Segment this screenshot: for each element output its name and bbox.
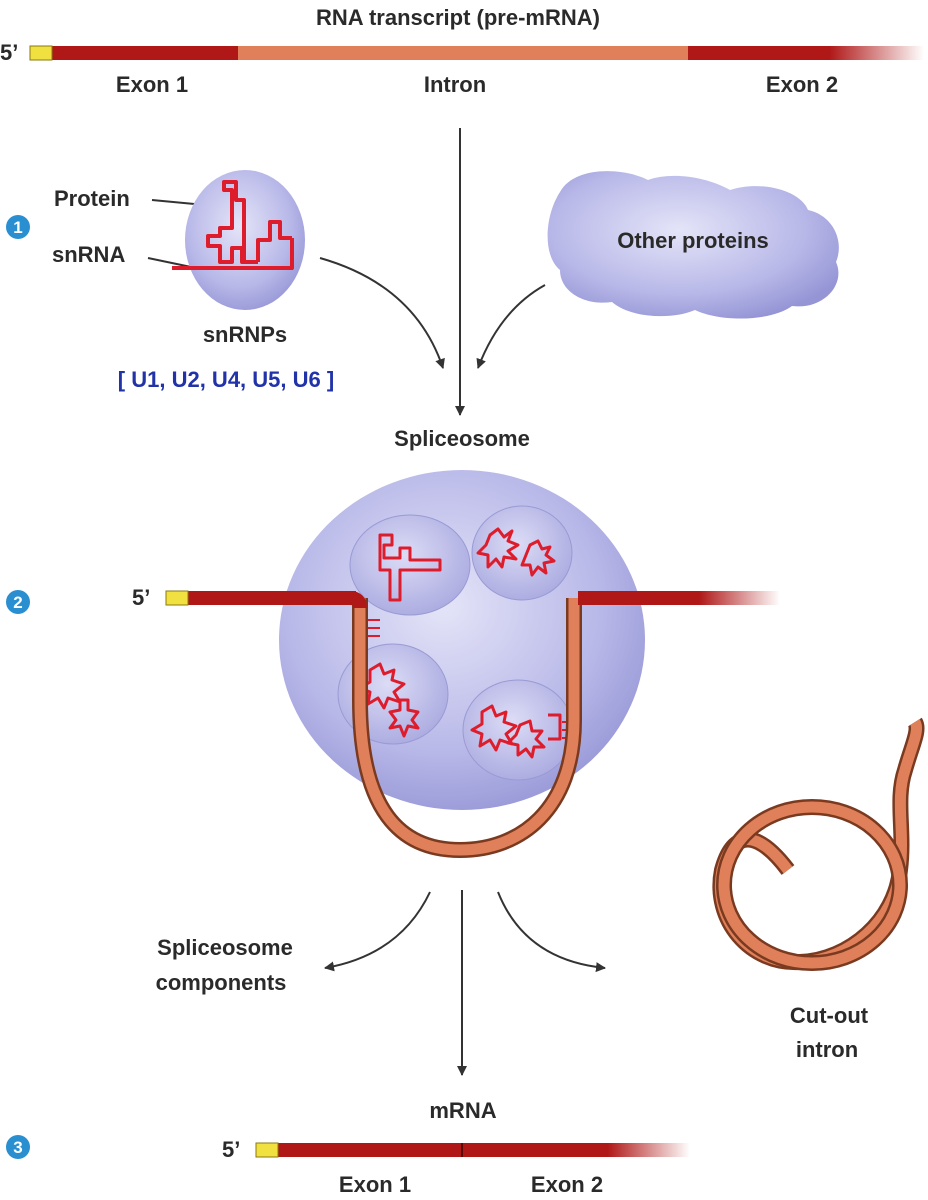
spliceosome-complex (279, 470, 645, 810)
to-intron-arrow (497, 891, 606, 973)
svg-text:2: 2 (13, 593, 22, 612)
exon1-in-complex (188, 591, 356, 605)
svg-text:3: 3 (13, 1138, 22, 1157)
spliceosome-rna (165, 590, 780, 859)
proteins-to-spliceosome-arrow (476, 284, 546, 369)
snrna-structure (172, 180, 294, 270)
exon2-in-complex (578, 591, 780, 605)
five-prime-label: 5’ (0, 40, 18, 65)
mrna-strand (255, 1142, 690, 1158)
five-prime-label-mrna: 5’ (222, 1137, 240, 1162)
cap-in-complex (165, 590, 189, 606)
intron-label: Intron (424, 72, 486, 97)
snrnp-subunit-top-right (471, 505, 573, 601)
cut-out-intron-lariat (712, 717, 925, 971)
components-label-line1: Spliceosome (157, 935, 293, 960)
mrna-exons (278, 1143, 690, 1157)
svg-text:1: 1 (13, 218, 22, 237)
step-2-badge: 2 (6, 590, 30, 614)
to-components-arrow (324, 891, 431, 972)
step-1-badge: 1 (6, 215, 30, 239)
exon1-segment (50, 46, 240, 60)
protein-label: Protein (54, 186, 130, 211)
five-prime-label-step2: 5’ (132, 585, 150, 610)
pre-mrna-strand (29, 45, 924, 61)
exon2-segment (688, 46, 924, 60)
transcript-title: RNA transcript (pre-mRNA) (316, 5, 600, 30)
snrnp-particle (172, 170, 305, 310)
other-proteins-label: Other proteins (617, 228, 769, 253)
mrna-label: mRNA (429, 1098, 496, 1123)
snrnps-label: snRNPs (203, 322, 287, 347)
snrnp-subunit-top-left (349, 514, 471, 616)
cap-segment (29, 45, 53, 61)
components-label-line2: components (156, 970, 287, 995)
cutout-label-line2: intron (796, 1037, 858, 1062)
base-pairing-left (368, 619, 380, 637)
cutout-label-line1: Cut-out (790, 1003, 869, 1028)
snrnp-subunit-bottom-right (462, 679, 574, 781)
mrna-cap (255, 1142, 279, 1158)
intron-segment (238, 46, 690, 60)
mrna-exon2-label: Exon 2 (531, 1172, 603, 1197)
step-3-badge: 3 (6, 1135, 30, 1159)
snrnp-to-spliceosome-arrow (319, 257, 445, 369)
snrnp-types: [ U1, U2, U4, U5, U6 ] (118, 367, 334, 392)
exon2-label: Exon 2 (766, 72, 838, 97)
other-proteins-cloud (547, 171, 839, 319)
mrna-exon1-label: Exon 1 (339, 1172, 411, 1197)
exon1-label: Exon 1 (116, 72, 188, 97)
exon1-bend (349, 591, 367, 609)
snrna-label: snRNA (52, 242, 125, 267)
spliceosome-label: Spliceosome (394, 426, 530, 451)
